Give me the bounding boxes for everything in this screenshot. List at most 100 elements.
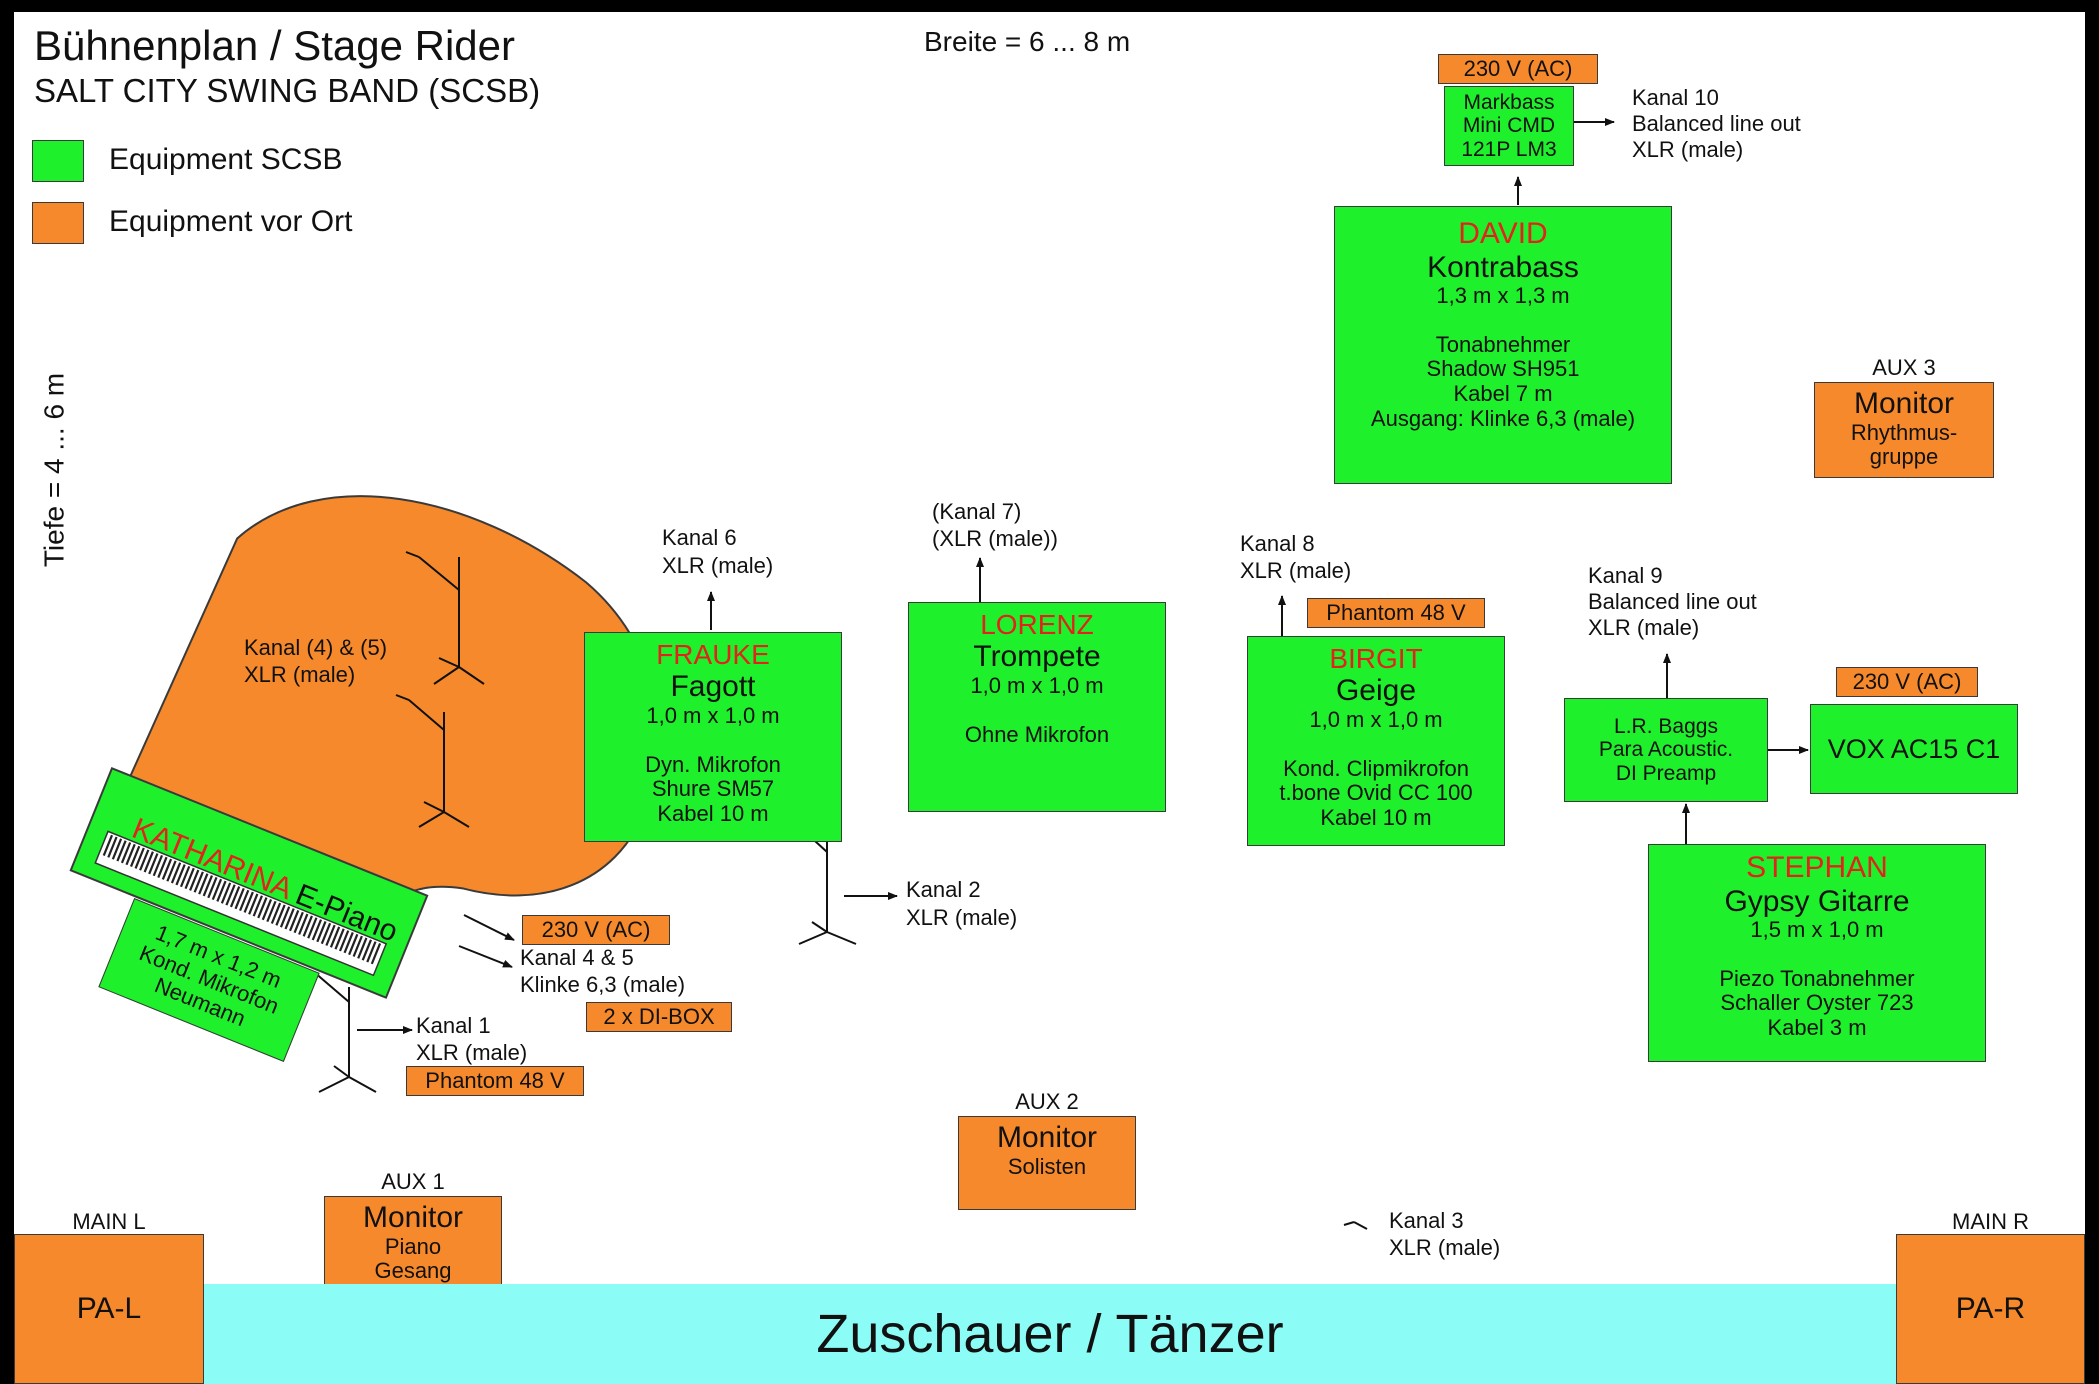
- channel-9-line: Balanced line out: [1588, 589, 1757, 614]
- aux-2-label: AUX 2: [1015, 1089, 1079, 1114]
- piano-key-stripe: [139, 849, 150, 871]
- piano-key-stripe: [293, 911, 304, 934]
- stephan-pickup-model: Schaller Oyster 723: [1720, 990, 1914, 1016]
- piano-key-stripe: [357, 937, 368, 959]
- david-amp-line3: 121P LM3: [1461, 137, 1557, 161]
- aux-3-line2: gruppe: [1869, 444, 1939, 470]
- di-box-text: 2 x DI-BOX: [603, 1003, 715, 1029]
- piano-key-stripe: [152, 854, 164, 877]
- piano-key-stripe: [361, 939, 372, 961]
- piano-key-stripe: [189, 869, 200, 891]
- monitor-aux-3: Monitor Rhythmus- gruppe: [1814, 382, 1994, 478]
- aux-3-title: Monitor: [1853, 387, 1955, 420]
- stephan-preamp-line3: DI Preamp: [1615, 761, 1717, 785]
- piano-key-stripe: [161, 858, 173, 880]
- piano-key-stripe: [166, 860, 177, 882]
- david-box: DAVID Kontrabass 1,3 m x 1,3 m Tonabnehm…: [1334, 206, 1672, 484]
- stephan-instrument: Gypsy Gitarre: [1724, 884, 1910, 918]
- aux-3-label: AUX 3: [1872, 355, 1936, 380]
- stage-width-label: Breite = 6 ... 8 m: [924, 26, 1131, 57]
- piano-key-stripe: [279, 906, 291, 928]
- aux-1-line2: Gesang: [374, 1258, 452, 1284]
- david-instrument: Kontrabass: [1427, 250, 1579, 284]
- pa-left-speaker: PA-L: [14, 1234, 204, 1384]
- piano-key-stripe: [370, 943, 382, 965]
- monitor-aux-1: Monitor Piano Gesang: [324, 1196, 502, 1290]
- frauke-cable: Kabel 10 m: [657, 800, 769, 826]
- stephan-preamp-line1: L.R. Baggs: [1614, 714, 1718, 738]
- david-amp-power-text: 230 V (AC): [1463, 55, 1573, 81]
- pa-right-speaker: PA-R: [1896, 1234, 2085, 1384]
- stage-plan: Bühnenplan / Stage Rider SALT CITY SWING…: [14, 12, 2085, 1384]
- piano-key-stripe: [289, 910, 300, 932]
- monitor-aux-2: Monitor Solisten: [958, 1116, 1136, 1210]
- david-pickup-model: Shadow SH951: [1426, 356, 1580, 382]
- channel-9-label: Kanal 9: [1588, 563, 1663, 588]
- aux-2-line1: Solisten: [1007, 1153, 1087, 1179]
- channel-8-phantom-text: Phantom 48 V: [1326, 599, 1466, 625]
- piano-key-stripe: [102, 834, 114, 856]
- audience-label: Zuschauer / Tänzer: [816, 1303, 1284, 1364]
- piano-line-channels: Kanal 4 & 5: [520, 945, 634, 970]
- piano-key-stripe: [134, 847, 145, 869]
- stephan-size: 1,5 m x 1,0 m: [1750, 917, 1884, 943]
- aux-2-title: Monitor: [996, 1121, 1098, 1154]
- piano-key-stripe: [211, 878, 223, 901]
- legend-green-swatch: [32, 140, 84, 182]
- legend-orange-label: Equipment vor Ort: [109, 205, 353, 238]
- stephan-preamp-line2: Para Acoustic.: [1598, 738, 1734, 762]
- lorenz-box: LORENZ Trompete 1,0 m x 1,0 m Ohne Mikro…: [908, 602, 1166, 812]
- piano-key-stripe: [130, 845, 141, 867]
- piano-key-stripe: [216, 880, 227, 902]
- frauke-mic-model: Shure SM57: [651, 776, 775, 802]
- piano-power-badge: 230 V (AC): [522, 915, 670, 945]
- piano-key-stripe: [311, 919, 323, 941]
- david-amp-line1: Markbass: [1463, 90, 1555, 114]
- channel-8-label: Kanal 8: [1240, 531, 1315, 556]
- david-amp-box: Markbass Mini CMD 121P LM3: [1444, 86, 1574, 166]
- channel-10-connector: XLR (male): [1632, 137, 1744, 162]
- stephan-cable: Kabel 3 m: [1767, 1015, 1867, 1041]
- piano-key-stripe: [352, 935, 363, 957]
- channel-3-label: Kanal 3: [1389, 1208, 1464, 1233]
- channel-6-connector: XLR (male): [662, 553, 774, 578]
- piano-key-stripe: [257, 897, 268, 919]
- channel-1-phantom-badge: Phantom 48 V: [406, 1066, 584, 1096]
- piano-key-stripe: [316, 921, 327, 943]
- piano-key-stripe: [243, 891, 254, 913]
- piano-key-stripe: [307, 917, 318, 939]
- piano-key-stripe: [338, 930, 350, 952]
- page-subtitle: SALT CITY SWING BAND (SCSB): [34, 72, 541, 109]
- piano-key-stripe: [298, 913, 309, 935]
- frauke-size: 1,0 m x 1,0 m: [646, 702, 780, 728]
- piano-key-stripe: [302, 915, 313, 937]
- piano-key-stripe: [225, 884, 236, 906]
- signal-arrows: [357, 118, 1809, 1034]
- piano-key-stripe: [170, 862, 182, 884]
- stephan-amp-box: VOX AC15 C1: [1810, 704, 2018, 794]
- lorenz-name: LORENZ: [980, 609, 1094, 640]
- channel-9-connector: XLR (male): [1588, 615, 1700, 640]
- piano-key-stripe: [202, 875, 213, 897]
- piano-key-stripe: [270, 902, 282, 924]
- piano-key-stripe: [198, 873, 209, 895]
- piano-key-stripe: [111, 838, 123, 860]
- piano-key-stripe: [143, 851, 154, 873]
- di-box-badge: 2 x DI-BOX: [586, 1002, 732, 1032]
- piano-key-stripe: [248, 893, 259, 915]
- audience-area: Zuschauer / Tänzer: [204, 1284, 1896, 1384]
- david-name: DAVID: [1458, 217, 1548, 250]
- lorenz-mic: Ohne Mikrofon: [964, 721, 1110, 747]
- david-amp-power-badge: 230 V (AC): [1438, 54, 1598, 84]
- channel-3-connector: XLR (male): [1389, 1235, 1501, 1260]
- piano-key-stripe: [175, 864, 186, 886]
- channel-7-label: (Kanal 7): [932, 499, 1022, 524]
- aux-1-label: AUX 1: [381, 1169, 445, 1194]
- stage-graphics: [69, 118, 1809, 1230]
- piano-key-stripe: [366, 941, 377, 963]
- birgit-mic-model: t.bone Ovid CC 100: [1279, 780, 1473, 806]
- piano-key-stripe: [120, 842, 132, 864]
- birgit-size: 1,0 m x 1,0 m: [1309, 706, 1443, 732]
- piano-key-stripe: [107, 836, 118, 858]
- frauke-name: FRAUKE: [656, 639, 770, 670]
